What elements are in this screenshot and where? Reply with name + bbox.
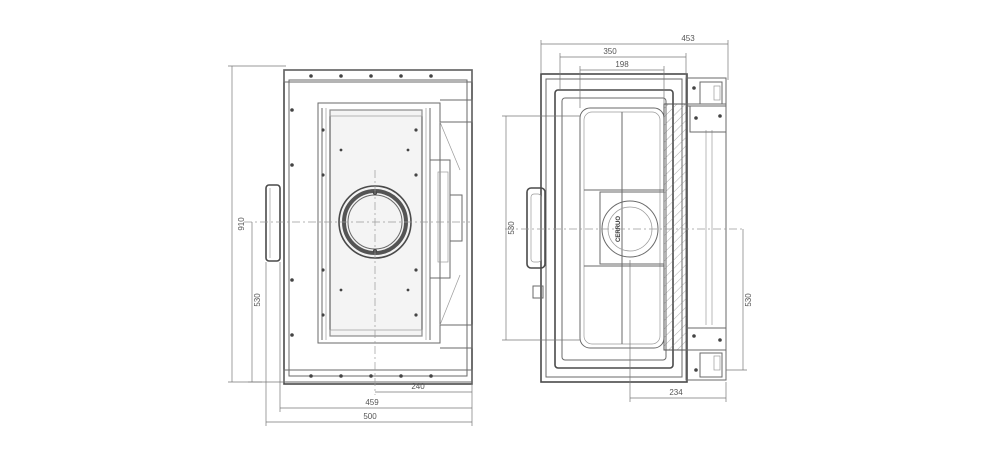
left-dim-height: 910 bbox=[228, 65, 286, 383]
right-dim-bottom: 234 bbox=[629, 260, 727, 402]
right-fan-box bbox=[599, 191, 665, 265]
left-dim-center: 240 bbox=[375, 382, 473, 396]
left-dim-overall-width-label: 500 bbox=[363, 412, 377, 421]
right-dim-overall-width: 453 bbox=[540, 34, 729, 80]
left-frame-bolts bbox=[290, 74, 433, 378]
right-bottom-hinge bbox=[685, 327, 727, 381]
left-inner-frame bbox=[288, 79, 468, 377]
left-side-handle bbox=[265, 184, 281, 262]
right-dim-height: 530 bbox=[502, 115, 580, 341]
right-dim-width-2: 350 bbox=[559, 47, 687, 90]
right-top-hinge bbox=[685, 77, 727, 133]
right-dim-overall-width-label: 453 bbox=[681, 34, 695, 43]
left-dim-center-label: 240 bbox=[411, 382, 425, 391]
left-top-cap bbox=[283, 69, 473, 83]
right-dim-bottom-label: 234 bbox=[669, 388, 683, 397]
left-unit-body bbox=[317, 102, 441, 344]
right-hatched-jamb bbox=[663, 103, 687, 351]
left-view: 910 530 240 459 500 bbox=[228, 65, 473, 426]
right-dim-center-height: 530 bbox=[726, 229, 753, 371]
left-dim-depth-label: 530 bbox=[253, 293, 262, 307]
right-dim-width-2-label: 350 bbox=[603, 47, 617, 56]
right-dim-center-height-label: 530 bbox=[744, 293, 753, 307]
left-dim-height-label: 910 bbox=[237, 217, 246, 231]
left-dim-overall-width: 500 bbox=[265, 262, 473, 426]
left-bottom-cap bbox=[283, 369, 473, 383]
right-dim-height-label: 530 bbox=[507, 221, 516, 235]
left-dim-inner-width-label: 459 bbox=[365, 398, 379, 407]
right-door-handle bbox=[526, 187, 546, 269]
left-dim-depth: 530 bbox=[248, 222, 262, 383]
right-dim-width-3-label: 198 bbox=[615, 60, 629, 69]
right-dim-width-3: 198 bbox=[579, 60, 665, 108]
left-dim-inner-width: 459 bbox=[279, 262, 473, 412]
right-view: CERRUO bbox=[502, 34, 753, 402]
